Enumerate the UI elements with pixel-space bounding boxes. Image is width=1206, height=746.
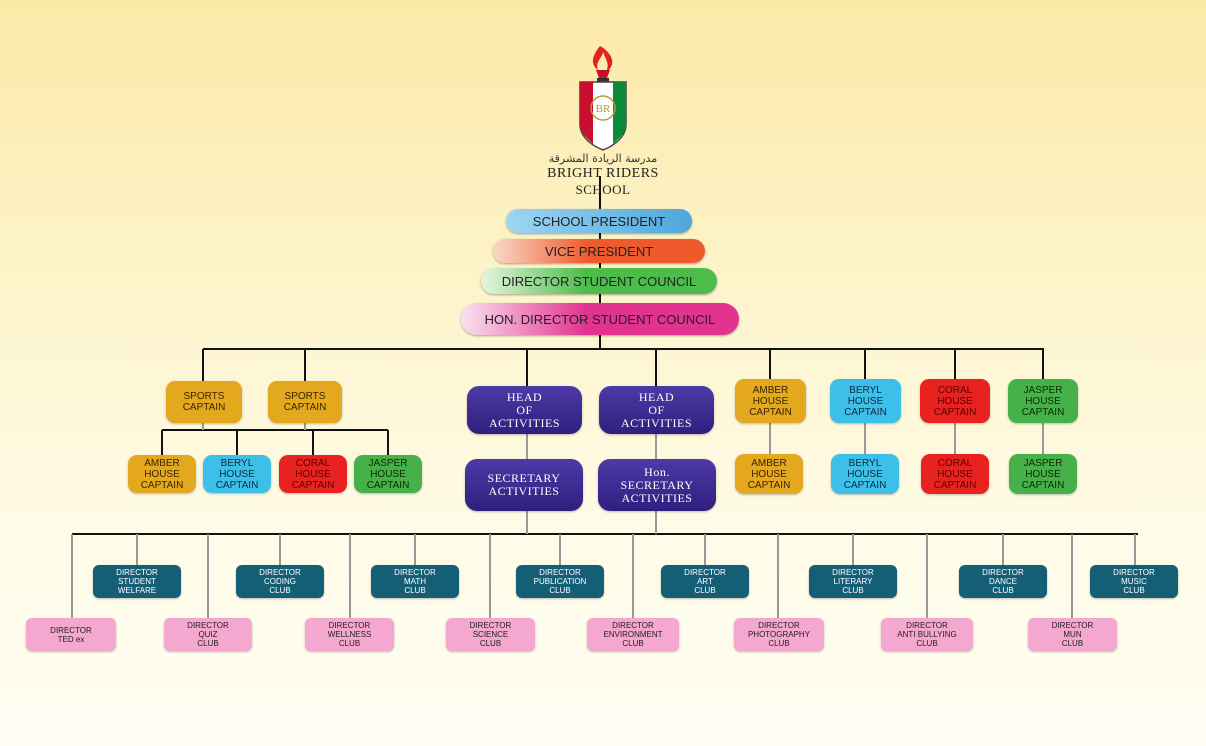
amber-house-captain: AMBER HOUSE CAPTAIN <box>735 379 806 423</box>
coral-house-captain-2: CORAL HOUSE CAPTAIN <box>921 454 989 494</box>
hon-director-student-council: HON. DIRECTOR STUDENT COUNCIL <box>461 303 739 335</box>
coral-sports-captain: CORAL HOUSE CAPTAIN <box>279 455 347 493</box>
jasper-sports-captain: JASPER HOUSE CAPTAIN <box>354 455 422 493</box>
director-student-council: DIRECTOR STUDENT COUNCIL <box>481 268 717 294</box>
secretary-activities: SECRETARY ACTIVITIES <box>465 459 583 511</box>
beryl-house-captain-2: BERYL HOUSE CAPTAIN <box>831 454 899 494</box>
jasper-house-captain-2: JASPER HOUSE CAPTAIN <box>1009 454 1077 494</box>
director-quiz-club: DIRECTOR QUIZ CLUB <box>164 618 252 651</box>
head-of-activities-right: HEAD OF ACTIVITIES <box>599 386 714 434</box>
director-environment-club: DIRECTOR ENVIRONMENT CLUB <box>587 618 679 651</box>
beryl-house-captain: BERYL HOUSE CAPTAIN <box>830 379 901 423</box>
director-literary-club: DIRECTOR LITERARY CLUB <box>809 565 897 598</box>
director-student-welfare: DIRECTOR STUDENT WELFARE <box>93 565 181 598</box>
director-anti-bullying-club: DIRECTOR ANTI BULLYING CLUB <box>881 618 973 651</box>
school-name-arabic: مدرسة الريادة المشرقة <box>548 152 658 165</box>
amber-house-captain-2: AMBER HOUSE CAPTAIN <box>735 454 803 494</box>
director-art-club: DIRECTOR ART CLUB <box>661 565 749 598</box>
director-ted-ex: DIRECTOR TED ex <box>26 618 116 651</box>
crest-letters: BR <box>596 103 611 115</box>
school-president: SCHOOL PRESIDENT <box>506 209 692 233</box>
amber-sports-captain: AMBER HOUSE CAPTAIN <box>128 455 196 493</box>
director-dance-club: DIRECTOR DANCE CLUB <box>959 565 1047 598</box>
torch-crest-icon: BR <box>579 46 627 151</box>
vice-president: VICE PRESIDENT <box>493 239 705 263</box>
director-publication-club: DIRECTOR PUBLICATION CLUB <box>516 565 604 598</box>
director-math-club: DIRECTOR MATH CLUB <box>371 565 459 598</box>
head-of-activities-left: HEAD OF ACTIVITIES <box>467 386 582 434</box>
jasper-house-captain: JASPER HOUSE CAPTAIN <box>1008 379 1078 423</box>
director-mun-club: DIRECTOR MUN CLUB <box>1028 618 1117 651</box>
beryl-sports-captain: BERYL HOUSE CAPTAIN <box>203 455 271 493</box>
school-name-line2: SCHOOL <box>575 182 631 197</box>
director-music-club: DIRECTOR MUSIC CLUB <box>1090 565 1178 598</box>
director-science-club: DIRECTOR SCIENCE CLUB <box>446 618 535 651</box>
school-name-line1: BRIGHT RIDERS <box>547 166 659 181</box>
director-wellness-club: DIRECTOR WELLNESS CLUB <box>305 618 394 651</box>
school-logo: BR مدرسة الريادة المشرقة BRIGHT RIDERS S… <box>540 42 666 202</box>
hon-secretary-activities: Hon. SECRETARY ACTIVITIES <box>598 459 716 511</box>
sports-captain-left: SPORTS CAPTAIN <box>166 381 242 423</box>
sports-captain-right: SPORTS CAPTAIN <box>268 381 342 423</box>
coral-house-captain: CORAL HOUSE CAPTAIN <box>920 379 990 423</box>
director-coding-club: DIRECTOR CODING CLUB <box>236 565 324 598</box>
director-photography-club: DIRECTOR PHOTOGRAPHY CLUB <box>734 618 824 651</box>
